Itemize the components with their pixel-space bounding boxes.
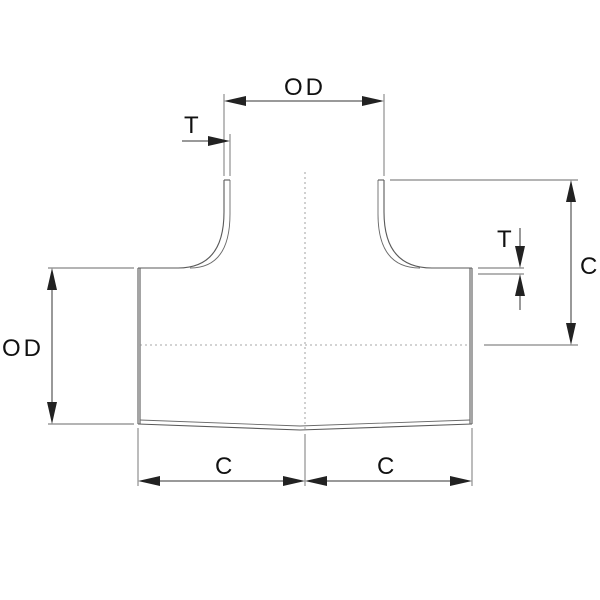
run-bottom-inner-wall: [139, 419, 471, 427]
c-right-dimension: [566, 180, 576, 345]
c-bottom-left-dimension: [138, 476, 305, 486]
arrow-right: [450, 476, 472, 486]
c-bottom-right-dimension: [305, 476, 472, 486]
arrow-up: [566, 180, 576, 202]
branch-left-inner-wall: [189, 180, 231, 269]
arrow-right: [208, 136, 230, 146]
od-top-label: OD: [284, 74, 326, 101]
arrow-left: [224, 96, 246, 106]
t-top-label: T: [184, 112, 202, 139]
run-bottom-wall: [137, 423, 473, 431]
arrow-left: [138, 476, 160, 486]
branch-right-outer-wall: [383, 180, 472, 269]
branch-right-inner-wall: [377, 180, 421, 269]
arrow-down: [47, 402, 57, 424]
c-bottom-left-label: C: [215, 453, 235, 480]
arrow-down: [566, 323, 576, 345]
c-right-label: C: [580, 253, 600, 280]
od-left-dimension: [47, 268, 57, 424]
arrow-left: [305, 476, 327, 486]
arrow-right: [283, 476, 305, 486]
arrow-down: [515, 246, 525, 268]
t-right-label: T: [497, 226, 515, 253]
branch-left-outer-wall: [138, 180, 225, 269]
arrow-up: [515, 274, 525, 296]
c-bottom-right-label: C: [377, 453, 397, 480]
t-top-dimension: [182, 136, 230, 146]
t-right-dimension: [515, 228, 525, 310]
od-left-label: OD: [2, 335, 44, 362]
od-top-dimension: [224, 96, 384, 106]
arrow-up: [47, 268, 57, 290]
arrow-right: [362, 96, 384, 106]
